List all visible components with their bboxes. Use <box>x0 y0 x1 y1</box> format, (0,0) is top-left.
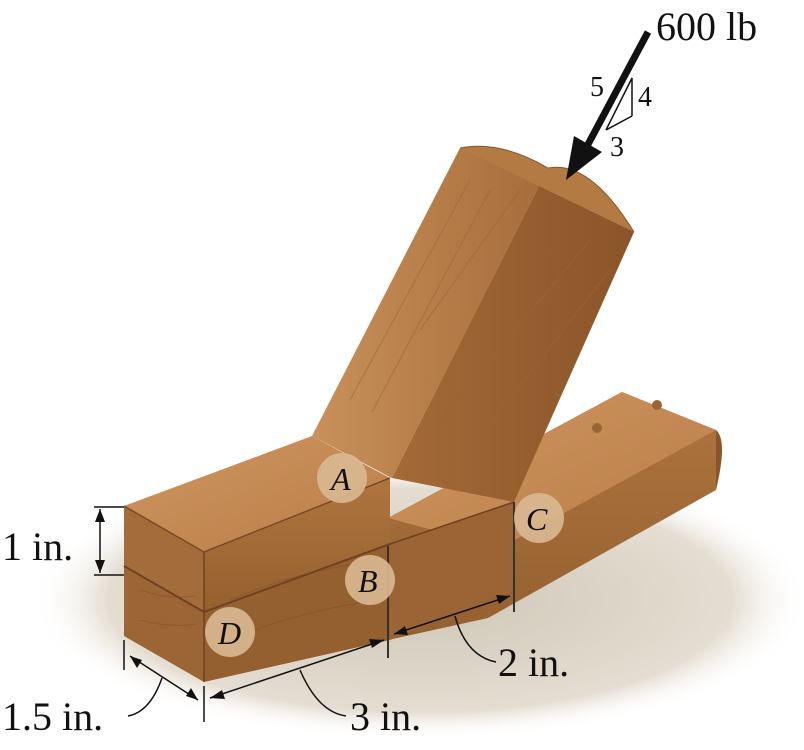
dim-width-label: 1.5 in. <box>2 694 103 739</box>
slope-hyp-label: 5 <box>590 72 604 103</box>
point-b-marker: B <box>345 555 395 605</box>
point-a-label: A <box>329 461 351 497</box>
inclined-post <box>312 145 635 502</box>
point-b-label: B <box>358 563 378 599</box>
point-c-marker: C <box>514 493 564 543</box>
point-d-label: D <box>217 615 241 651</box>
dim-width <box>123 640 205 722</box>
dim-length-2-label: 2 in. <box>498 640 569 685</box>
force-label: 600 lb <box>656 4 757 49</box>
force-arrow <box>566 30 652 180</box>
slope-run-label: 3 <box>610 132 624 163</box>
dim-length-3-label: 3 in. <box>350 694 421 739</box>
front-block <box>123 436 515 682</box>
point-d-marker: D <box>205 607 255 657</box>
dim-height <box>94 506 124 576</box>
dim-height-label: 1 in. <box>2 524 73 569</box>
slope-triangle <box>605 77 633 131</box>
dim-length-2 <box>393 595 511 663</box>
slope-rise-label: 4 <box>638 82 652 113</box>
dim-length-3 <box>209 639 385 717</box>
point-c-label: C <box>526 501 548 537</box>
point-a-marker: A <box>317 453 367 503</box>
